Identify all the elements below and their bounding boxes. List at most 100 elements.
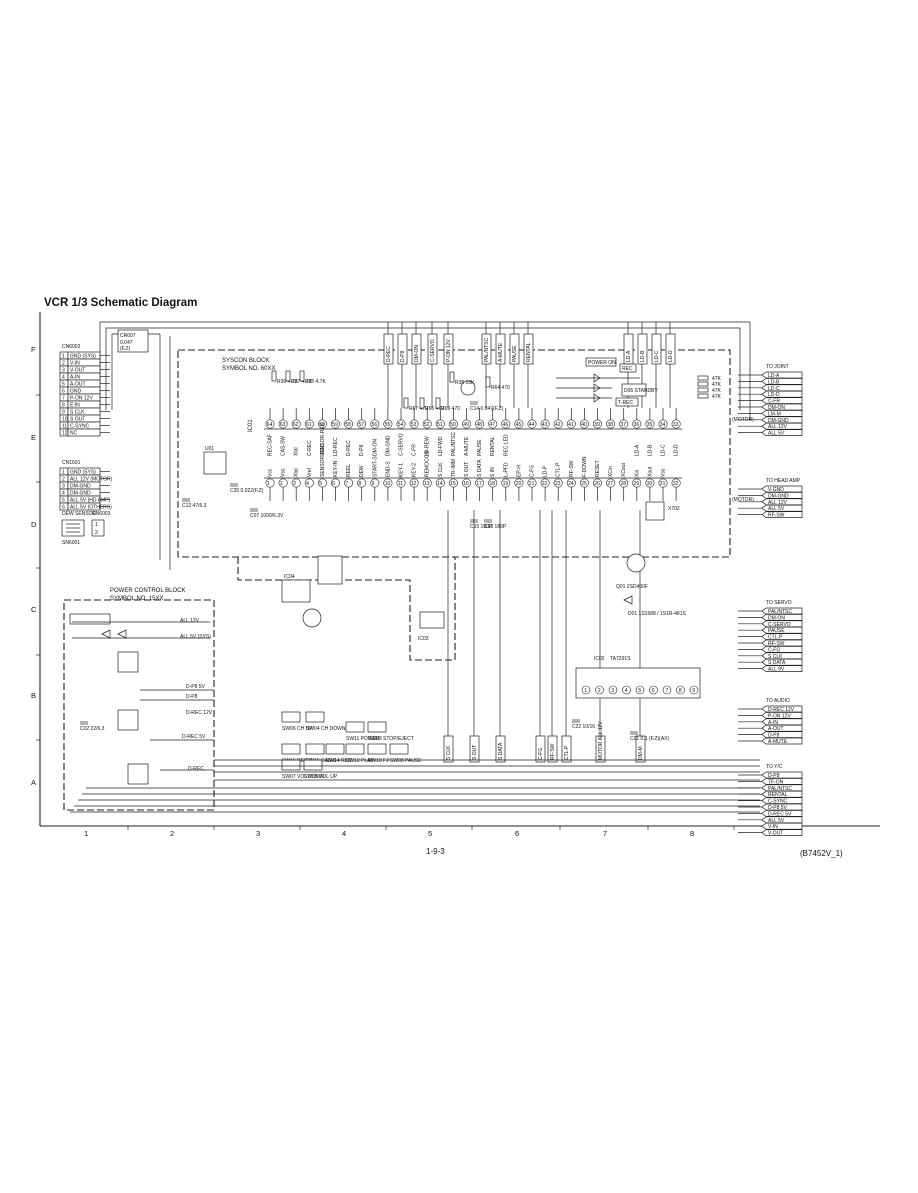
output-note: (MOTOR) xyxy=(732,417,754,423)
ic01-signal-label: A-MUTE xyxy=(464,436,470,456)
output-pin-label: ALL 12V xyxy=(768,500,788,506)
ic01-pin-number: 64 xyxy=(267,422,273,428)
ic01-pin-number: 34 xyxy=(660,422,666,428)
key-switch xyxy=(305,711,325,723)
ic01-pin-number: 31 xyxy=(660,481,666,487)
svg-text:IC03: IC03 xyxy=(418,636,429,642)
top-bus-label: PAUSE xyxy=(512,345,518,362)
capacitor-label: C13 180P xyxy=(484,524,507,530)
svg-text:(F,Z): (F,Z) xyxy=(120,346,131,352)
resistor-label: R69 470 xyxy=(441,406,460,412)
svg-text:D-REC 5V: D-REC 5V xyxy=(182,734,206,740)
ic01-pin-number: 45 xyxy=(516,422,522,428)
bottom-bus-label: S CLK xyxy=(446,745,452,760)
ic02-pin-number: 8 xyxy=(679,688,682,694)
led-timer-rec-label: T-REC xyxy=(618,400,633,406)
ic01-pin-number: 55 xyxy=(385,422,391,428)
q05-transistor xyxy=(460,380,476,396)
bus-label-box xyxy=(443,333,454,365)
ic01-signal-label: Vss xyxy=(661,468,667,477)
ic01-pin-number: 40 xyxy=(581,422,587,428)
key-switch xyxy=(281,711,301,723)
ic01-pin-number: 13 xyxy=(424,481,430,487)
switch-label: SW09 STOP/EJECT xyxy=(368,736,414,742)
cn1601-pin-label: DM-GND xyxy=(70,491,91,497)
bottom-harness xyxy=(70,759,760,813)
ic01-pin-number: 29 xyxy=(634,481,640,487)
output-pin-label: A-MUTE xyxy=(768,739,788,745)
ic01-signal-label: PAL/NTSC xyxy=(451,432,457,456)
bus-label-box xyxy=(509,333,520,365)
ic01-signal-label: REC-SAF xyxy=(268,434,274,456)
resistor-value: 47K xyxy=(712,388,722,394)
ic01-signal-label: SENSOR-REC xyxy=(320,443,326,477)
ic01-signal-label: KEY-IN xyxy=(333,460,339,477)
col-label-6: 6 xyxy=(515,829,519,838)
output-pin-label: DM-GND xyxy=(768,418,789,424)
ic01-pin-number: 39 xyxy=(594,422,600,428)
d31-diode xyxy=(101,629,111,639)
ic01-pin-number: 10 xyxy=(385,481,391,487)
ic02-pin xyxy=(581,685,591,695)
top-bus-label: LD-B xyxy=(640,350,646,362)
ic01-pin-number: 28 xyxy=(621,481,627,487)
ic01-pin-number: 6 xyxy=(332,481,335,487)
ic01-pin-number: 30 xyxy=(647,481,653,487)
ic01-pin-number: 41 xyxy=(568,422,574,428)
cn6002-pin-label: S CLK xyxy=(70,410,85,416)
ic01-signal-label: XCout xyxy=(621,462,627,477)
ic02-label: IC02 xyxy=(594,656,605,662)
bus-label-box xyxy=(665,333,676,365)
top-bus-label: PAL/NTSC xyxy=(484,338,490,362)
cn6002-pin-label: NC xyxy=(70,431,78,437)
ic01-pin-number: 46 xyxy=(503,422,509,428)
bus-label-box xyxy=(411,333,422,365)
switch-label: SW10 F.F xyxy=(368,758,390,764)
output-pin-label: D-P8 xyxy=(768,733,780,739)
ic01-signal-label: S CLK xyxy=(438,462,444,477)
pin-number: 3 xyxy=(62,484,65,490)
ic01-pin-number: 48 xyxy=(476,422,482,428)
page-number: 1-9-3 xyxy=(426,847,445,856)
pin-number: 5 xyxy=(62,382,65,388)
ic01-pin-number: 25 xyxy=(581,481,587,487)
ic01-pin-number: 43 xyxy=(542,422,548,428)
output-pin-label: S CLK xyxy=(768,654,783,660)
ic01-signal-label: CTL-P xyxy=(556,462,562,477)
ic01-pin-number: 32 xyxy=(673,481,679,487)
bus-label-box xyxy=(535,735,546,763)
output-pin-label: TF-ON xyxy=(768,779,784,785)
ic01-pin-number: 22 xyxy=(542,481,548,487)
dew-sensor: DEW SENSOR CN6003 1 2 SN6001 xyxy=(61,511,111,546)
cn1601-pin-label: DM-GND xyxy=(70,484,91,490)
pin-number: 7 xyxy=(62,396,65,402)
resistor-value: 47K xyxy=(712,394,722,400)
ic01-signal-label: START-S xyxy=(372,456,378,477)
capacitor-label: C15 180P xyxy=(470,524,493,530)
output-pin-label: A-OUT xyxy=(768,726,784,732)
top-bus-label: C-SERVO xyxy=(430,339,436,362)
resistor-label: R67 470 xyxy=(409,406,428,412)
ic01-pin-number: 5 xyxy=(319,481,322,487)
column-labels: 1 2 3 4 5 6 7 8 9 xyxy=(84,826,779,838)
ic01-label: IC01 xyxy=(248,419,254,432)
cn6002-pin-label: E.IN xyxy=(70,403,80,409)
ic01-pin-number: 60 xyxy=(319,422,325,428)
col-label-1: 1 xyxy=(84,829,88,838)
ic02-pin-number: 1 xyxy=(584,688,587,694)
ic01-signal-label: REEL xyxy=(346,464,352,477)
bus-label-box xyxy=(397,333,408,365)
ic01-signal-label: RESET xyxy=(595,460,601,477)
ic01-pin-number: 9 xyxy=(372,481,375,487)
top-bus-label: A-MUTE xyxy=(498,342,504,362)
bus-label-box xyxy=(635,735,646,763)
ic01-signal-label: SENSOR-REC xyxy=(320,422,326,456)
output-pin-label: RF-SW xyxy=(768,641,785,647)
pin-number: 10 xyxy=(62,417,68,423)
svg-text:D-P8: D-P8 xyxy=(186,694,198,700)
d04-diode xyxy=(117,629,127,639)
resistor-label: R35 4.7K xyxy=(305,379,327,385)
